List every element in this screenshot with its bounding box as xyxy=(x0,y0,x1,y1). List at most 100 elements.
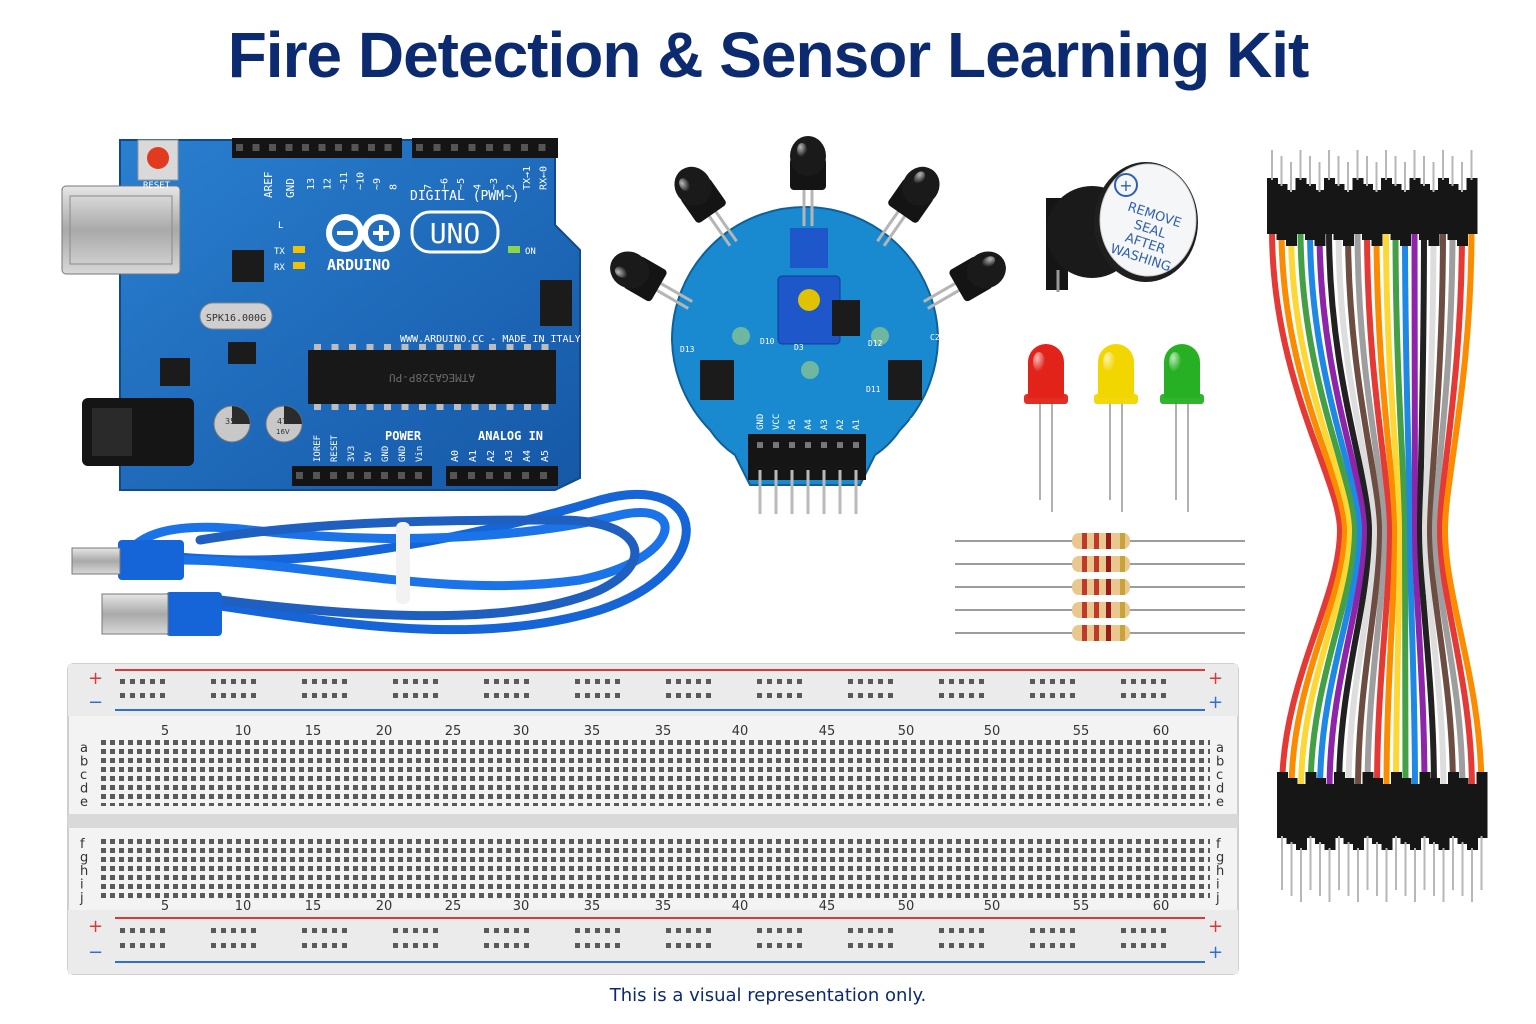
tx-led-label: TX xyxy=(274,247,285,257)
jumper-wire xyxy=(1436,162,1478,902)
flame-board-label: D12 xyxy=(868,339,883,348)
svg-text:47: 47 xyxy=(277,417,287,426)
atmega-chip: ATMEGA328P-PU xyxy=(308,344,556,410)
jumper-wire xyxy=(1324,150,1374,890)
jumper-wire xyxy=(1295,150,1359,890)
disclaimer-text: This is a visual representation only. xyxy=(609,985,927,1006)
digital-pin-label: ~9 xyxy=(372,178,383,190)
column-number: 45 xyxy=(819,899,836,914)
ir-flame-led xyxy=(876,166,940,247)
flame-pin-label: A5 xyxy=(788,419,798,430)
top-power-rail xyxy=(68,664,1238,716)
on-led-label: ON xyxy=(525,247,536,257)
jumper-wire-bundle xyxy=(1267,150,1488,902)
aref-label: AREF xyxy=(262,172,275,199)
digital-pin-label: 7 xyxy=(423,184,434,190)
analog-pin-label: A3 xyxy=(504,450,515,462)
digital-pin-label: ~5 xyxy=(456,178,467,190)
flame-board-label: R2 xyxy=(910,437,920,446)
column-number: 15 xyxy=(305,899,322,914)
column-number: 35 xyxy=(584,724,601,739)
resistor xyxy=(955,579,1245,595)
jumper-wire xyxy=(1441,150,1488,890)
cable-tie xyxy=(396,522,410,604)
buzzer-plus-symbol: + xyxy=(1119,176,1132,195)
rail-polarity-symbol: + xyxy=(1208,916,1223,937)
row-letter: i xyxy=(1216,878,1220,893)
jumper-wire xyxy=(1314,162,1369,902)
rail-polarity-symbol: + xyxy=(1208,668,1223,689)
usb-a-plug xyxy=(101,593,169,635)
rail-polarity-symbol: + xyxy=(1208,942,1223,963)
digital-pin-label: ~10 xyxy=(356,172,367,190)
row-letter: e xyxy=(1216,795,1224,810)
row-letter: h xyxy=(80,864,88,879)
power-pin-label: GND xyxy=(381,446,391,462)
flame-board-label: D13 xyxy=(680,345,695,354)
row-letter: e xyxy=(80,795,88,810)
column-number: 25 xyxy=(445,899,462,914)
column-number: 35 xyxy=(584,899,601,914)
column-number: 30 xyxy=(513,724,530,739)
row-letter: b xyxy=(80,755,88,770)
column-number: 20 xyxy=(376,724,393,739)
svg-text:16V: 16V xyxy=(276,428,290,436)
digital-pin-label: ~6 xyxy=(440,178,451,190)
row-letter: h xyxy=(1216,864,1224,879)
jumper-wire xyxy=(1421,162,1450,902)
ir-flame-led xyxy=(923,251,1006,310)
column-number: 55 xyxy=(1073,899,1090,914)
column-number: 55 xyxy=(1073,724,1090,739)
flame-pin-label: A1 xyxy=(852,419,862,430)
power-pin-label: 5V xyxy=(364,451,374,462)
column-number: 40 xyxy=(732,724,749,739)
column-number: 20 xyxy=(376,899,393,914)
jumper-wire xyxy=(1400,162,1421,902)
jumper-wire xyxy=(1416,156,1440,896)
rail-polarity-symbol: − xyxy=(88,692,103,713)
flame-board-label: D10 xyxy=(760,337,775,346)
digital-pin-label: ~11 xyxy=(339,172,350,190)
digital-pin-label: 2 xyxy=(506,184,517,190)
jumper-wire xyxy=(1267,150,1344,890)
flame-pin-label: A2 xyxy=(836,419,846,430)
column-number: 5 xyxy=(161,724,169,739)
power-pin-label: GND xyxy=(398,446,408,462)
ir-flame-led xyxy=(674,166,738,247)
digital-pin-label: 12 xyxy=(323,178,334,190)
column-number: 45 xyxy=(819,724,836,739)
resistor xyxy=(955,602,1245,618)
digital-header xyxy=(232,138,558,158)
usb-b-port xyxy=(61,185,181,275)
rail-polarity-symbol: + xyxy=(88,668,103,689)
column-number: 50 xyxy=(984,899,1001,914)
flame-pin-label: VCC xyxy=(772,414,782,430)
digital-label: DIGITAL (PWM~) xyxy=(410,189,520,204)
usb-cable xyxy=(71,490,691,636)
jumper-wire xyxy=(1362,156,1394,896)
led xyxy=(1024,344,1068,512)
analog-pin-label: A1 xyxy=(468,450,479,462)
led-set xyxy=(1024,344,1204,512)
crystal-oscillator xyxy=(199,302,273,330)
resistor-set xyxy=(955,533,1245,641)
website-text: WWW.ARDUINO.CC - MADE IN ITALY xyxy=(400,334,581,345)
resistor xyxy=(955,556,1245,572)
analog-in-label: ANALOG IN xyxy=(478,429,543,443)
svg-text:35: 35 xyxy=(225,417,235,426)
row-letter: c xyxy=(1216,768,1223,783)
jumper-wire xyxy=(1333,156,1379,896)
reset-label: RESET xyxy=(143,181,171,191)
jumper-wire xyxy=(1343,162,1384,902)
led xyxy=(1160,344,1204,512)
gnd-label: GND xyxy=(284,178,297,198)
digital-pin-label: 4 xyxy=(473,184,484,190)
column-number: 10 xyxy=(235,724,252,739)
top-terminal-strip xyxy=(100,740,1210,806)
l-led-label: L xyxy=(278,221,283,231)
flame-board-label: D11 xyxy=(866,385,881,394)
